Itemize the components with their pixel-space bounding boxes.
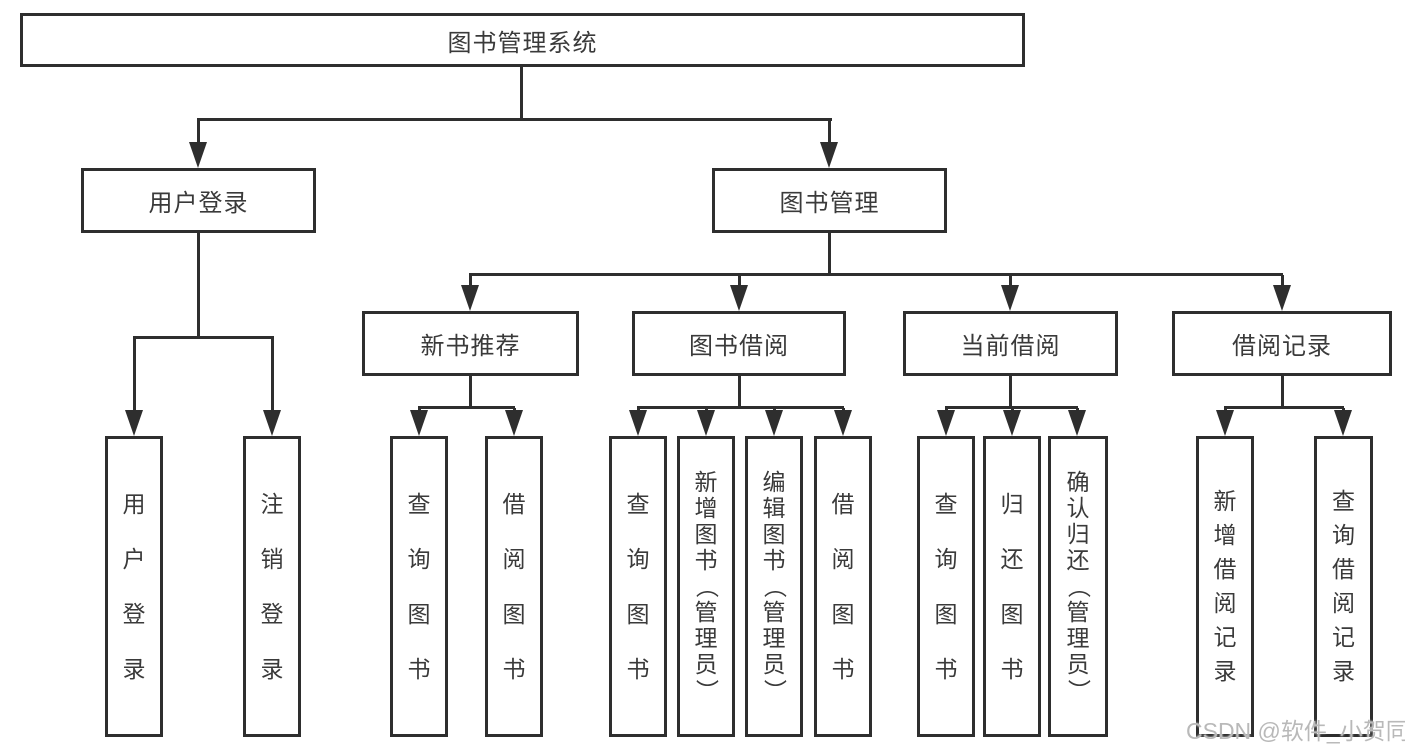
connector-recd-rail bbox=[1224, 406, 1344, 409]
leaf-user-login: 用户登录 bbox=[105, 436, 163, 737]
leaf-bor-query-books: 查询图书 bbox=[609, 436, 667, 737]
arrowhead-l3-icon bbox=[730, 285, 748, 311]
connector-l3-drop bbox=[469, 275, 472, 287]
leaf-bor-add-books-admin-label: 新增图书（管理员） bbox=[693, 469, 720, 703]
leaf-rec-borrow-books-label: 借阅图书 bbox=[502, 490, 526, 682]
node-borrow-records: 借阅记录 bbox=[1172, 311, 1392, 376]
leaf-rec-query-books-label: 查询图书 bbox=[407, 490, 431, 682]
node-user-login-module: 用户登录 bbox=[81, 168, 316, 233]
leaf-recd-query-record-label: 查询借阅记录 bbox=[1332, 488, 1355, 684]
connector-user-stem bbox=[197, 232, 200, 338]
arrowhead-leaf-icon bbox=[263, 410, 281, 436]
leaf-bor-add-books-admin: 新增图书（管理员） bbox=[677, 436, 735, 737]
arrowhead-l3-icon bbox=[1001, 285, 1019, 311]
connector-l3-drop bbox=[738, 275, 741, 287]
arrowhead-leaf-icon bbox=[125, 410, 143, 436]
leaf-bor-edit-books-admin-label: 编辑图书（管理员） bbox=[761, 469, 788, 703]
node-new-book-recommend-label: 新书推荐 bbox=[420, 333, 521, 360]
arrowhead-leaf-icon bbox=[1216, 410, 1234, 436]
arrowhead-leaf-icon bbox=[1003, 410, 1021, 436]
arrowhead-user-icon bbox=[189, 142, 207, 168]
arrowhead-leaf-icon bbox=[410, 410, 428, 436]
leaf-bor-query-books-label: 查询图书 bbox=[626, 490, 650, 682]
node-book-borrow-label: 图书借阅 bbox=[689, 333, 789, 360]
arrowhead-leaf-icon bbox=[765, 410, 783, 436]
connector-l3-drop bbox=[1009, 275, 1012, 287]
connector-book-rail bbox=[469, 273, 1283, 276]
node-new-book-recommend: 新书推荐 bbox=[362, 311, 579, 376]
arrowhead-book-icon bbox=[820, 142, 838, 168]
leaf-bor-borrow-books: 借阅图书 bbox=[814, 436, 872, 737]
connector-user-drop bbox=[197, 120, 200, 148]
connector-book-stem bbox=[828, 232, 831, 275]
leaf-cur-return-books-label: 归还图书 bbox=[1000, 490, 1024, 682]
leaf-cur-return-books: 归还图书 bbox=[983, 436, 1041, 737]
connector-book-drop bbox=[828, 120, 831, 148]
arrowhead-leaf-icon bbox=[1068, 410, 1086, 436]
arrowhead-l3-icon bbox=[1273, 285, 1291, 311]
connector-bor-rail bbox=[637, 406, 844, 409]
node-book-mgmt-module: 图书管理 bbox=[712, 168, 947, 233]
leaf-recd-add-record-label: 新增借阅记录 bbox=[1213, 488, 1237, 684]
leaf-cur-query-books: 查询图书 bbox=[917, 436, 975, 737]
connector-root-stem bbox=[520, 66, 523, 120]
leaf-cur-confirm-return-admin: 确认归还（管理员） bbox=[1048, 436, 1108, 737]
node-book-borrow: 图书借阅 bbox=[632, 311, 846, 376]
leaf-bor-borrow-books-label: 借阅图书 bbox=[831, 490, 855, 682]
leaf-cur-query-books-label: 查询图书 bbox=[934, 490, 958, 682]
leaf-user-login-label: 用户登录 bbox=[122, 490, 146, 682]
arrowhead-leaf-icon bbox=[834, 410, 852, 436]
node-current-borrow: 当前借阅 bbox=[903, 311, 1118, 376]
node-user-login-module-label: 用户登录 bbox=[148, 190, 249, 217]
leaf-rec-borrow-books: 借阅图书 bbox=[485, 436, 543, 737]
arrowhead-l3-icon bbox=[461, 285, 479, 311]
node-root-label: 图书管理系统 bbox=[447, 29, 598, 57]
arrowhead-leaf-icon bbox=[937, 410, 955, 436]
leaf-cur-confirm-return-admin-label: 确认归还（管理员） bbox=[1065, 469, 1092, 703]
leaf-logout: 注销登录 bbox=[243, 436, 301, 737]
arrowhead-leaf-icon bbox=[697, 410, 715, 436]
leaf-logout-label: 注销登录 bbox=[260, 490, 284, 682]
connector-l3-drop bbox=[1281, 275, 1284, 287]
connector-user-rail bbox=[133, 336, 274, 339]
leaf-bor-edit-books-admin: 编辑图书（管理员） bbox=[745, 436, 803, 737]
connector-cur-rail bbox=[945, 406, 1078, 409]
leaf-rec-query-books: 查询图书 bbox=[390, 436, 448, 737]
node-root: 图书管理系统 bbox=[20, 13, 1025, 67]
connector-user-leaf1-drop bbox=[133, 338, 136, 414]
connector-bor-stem bbox=[738, 375, 741, 408]
arrowhead-leaf-icon bbox=[505, 410, 523, 436]
connector-recd-stem bbox=[1281, 375, 1284, 408]
connector-root-rail bbox=[197, 118, 832, 121]
arrowhead-leaf-icon bbox=[629, 410, 647, 436]
node-current-borrow-label: 当前借阅 bbox=[960, 333, 1061, 360]
leaf-recd-query-record: 查询借阅记录 bbox=[1314, 436, 1373, 737]
arrowhead-leaf-icon bbox=[1334, 410, 1352, 436]
csdn-watermark: CSDN @软件_小贺同学 bbox=[1186, 718, 1405, 744]
connector-cur-stem bbox=[1009, 375, 1012, 408]
leaf-recd-add-record: 新增借阅记录 bbox=[1196, 436, 1254, 737]
connector-rec-stem bbox=[469, 375, 472, 408]
connector-rec-rail bbox=[418, 406, 515, 409]
connector-user-leaf2-drop bbox=[271, 338, 274, 414]
node-book-mgmt-module-label: 图书管理 bbox=[779, 190, 880, 217]
node-borrow-records-label: 借阅记录 bbox=[1232, 333, 1332, 360]
